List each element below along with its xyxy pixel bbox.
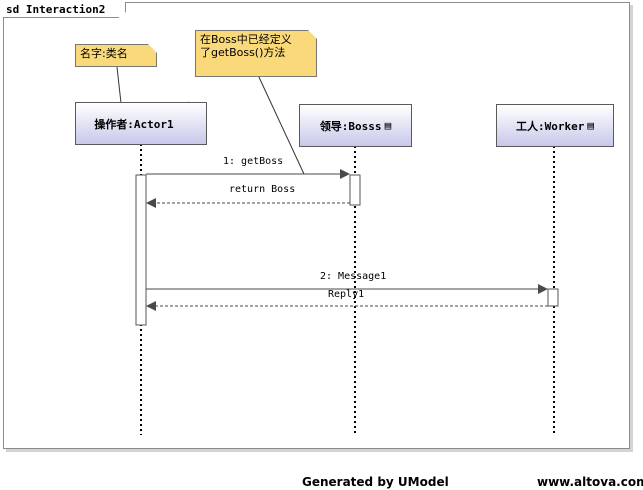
activation-bosss [349, 174, 361, 206]
message-label-return-boss: return Boss [229, 184, 296, 195]
lifeline-label-actor1: 操作者:Actor1 [94, 117, 174, 131]
class-icon: ▤ [587, 119, 594, 132]
lifeline-head-worker[interactable]: 工人:Worker ▤ [496, 104, 614, 147]
note-connector-2 [257, 74, 305, 175]
frame-title: sd Interaction2 [3, 2, 126, 18]
footer-website[interactable]: www.altova.com [537, 475, 643, 489]
note-line: 在Boss中已经定义 [200, 33, 292, 46]
note-line: 了getBoss()方法 [200, 46, 286, 59]
lifeline-head-actor1[interactable]: 操作者:Actor1 [75, 102, 207, 145]
note-name-classname[interactable]: 名字:类名 [75, 44, 157, 67]
class-icon: ▤ [384, 119, 392, 132]
message-label-reply1: Reply1 [328, 289, 365, 300]
lifeline-label-bosss: 领导:Bosss [319, 119, 382, 133]
activation-worker [547, 288, 559, 307]
message-label-message1: 2: Message1 [320, 271, 387, 282]
lifeline-label-worker: 工人:Worker [516, 119, 585, 133]
footer-generated: Generated by UModel [302, 475, 449, 489]
activation-actor1 [135, 174, 147, 326]
message-label-getboss: 1: getBoss [223, 156, 284, 167]
note-getboss-defined[interactable]: 在Boss中已经定义 了getBoss()方法 [195, 30, 317, 77]
lifeline-head-bosss[interactable]: 领导:Bosss ▤ [299, 104, 412, 147]
note-line: 名字:类名 [80, 47, 128, 60]
note-connector-1 [116, 66, 122, 104]
